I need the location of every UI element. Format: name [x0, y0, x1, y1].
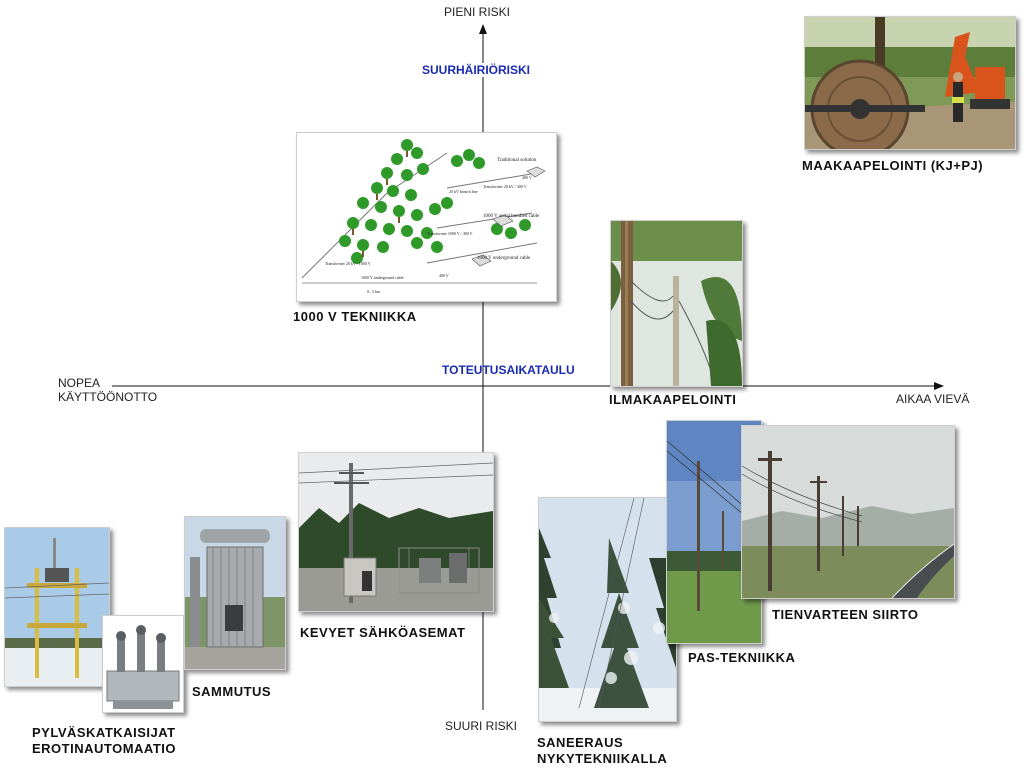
axis-left-label-line1: NOPEA: [58, 376, 101, 390]
vertical-arrowhead: [479, 24, 487, 34]
photo-pole-circuit-breaker: [4, 527, 110, 687]
label-pylvaskatkaisijat-line2: EROTINAUTOMAATIO: [32, 741, 177, 756]
label-kevyet-sahkoasemat: KEVYET SÄHKÖASEMAT: [300, 625, 466, 640]
photo-roadside-line: [741, 425, 955, 599]
photo-arc-suppression-coil: [184, 516, 286, 670]
axis-right-label: AIKAA VIEVÄ: [896, 392, 970, 406]
vertical-axis-title: SUURHÄIRIÖRISKI: [420, 63, 533, 77]
diagram-text-branch: 20 kV branch line: [449, 189, 478, 194]
label-pylvaskatkaisijat-line1: PYLVÄSKATKAISIJAT: [32, 725, 176, 740]
axis-top-label: PIENI RISKI: [444, 5, 511, 19]
label-tienvarteen-siirto: TIENVARTEEN SIIRTO: [772, 607, 919, 622]
label-1000v-tekniikka: 1000 V TEKNIIKKA: [293, 309, 417, 324]
diagram-text-underground: 1000 V underground cable: [477, 256, 531, 261]
horizontal-axis-title: TOTEUTUSAIKATAULU: [442, 363, 575, 377]
diagram-text-400v-a: 400 V: [522, 175, 532, 180]
label-maakaapelointi: MAAKAAPELOINTI (KJ+PJ): [802, 158, 984, 173]
diagram-1000v-technology: Traditional solution 1000 V aerial bundl…: [296, 132, 557, 302]
label-ilmakaapelointi: ILMAKAAPELOINTI: [609, 392, 737, 407]
label-saneeraus-line2: NYKYTEKNIIKALLA: [537, 751, 668, 766]
axis-bottom-label: SUURI RISKI: [443, 719, 520, 733]
photo-cable-drum-excavator: [804, 16, 1016, 150]
label-pas-tekniikka: PAS-TEKNIIKKA: [688, 650, 796, 665]
label-sammutus: SAMMUTUS: [192, 684, 272, 699]
diagram-text-400v-b: 400 V: [439, 273, 449, 278]
photo-aerial-cable-pole: [610, 220, 743, 387]
label-saneeraus-line1: SANEERAUS: [537, 735, 624, 750]
diagram-text-transformer3: Transformer 20 kV / 1000 V: [325, 261, 371, 266]
diagram-text-transformer1: Transformer 20 kV / 400 V: [483, 184, 527, 189]
diagram-text-aerial: 1000 V aerial bundled cable: [483, 214, 540, 219]
diagram-text-underground2: 1000 V underground cable: [361, 275, 404, 280]
diagram-text-distance: 0...5 km: [367, 289, 381, 294]
diagram-text-traditional: Traditional solution: [497, 158, 537, 163]
horizontal-arrowhead: [934, 382, 944, 390]
photo-light-substation: [298, 452, 494, 612]
photo-snowy-forest-line: [538, 497, 677, 722]
axis-left-label-line2: KÄYTTÖÖNOTTO: [58, 390, 158, 404]
photo-breaker-unit: [102, 615, 184, 713]
diagram-text-transformer2: Transformer 1000 V / 400 V: [427, 231, 473, 236]
